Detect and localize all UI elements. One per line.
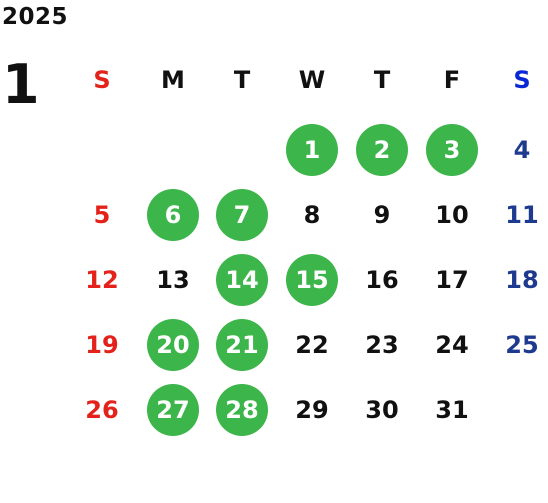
day-cell[interactable]: 13 — [156, 266, 190, 294]
day-cell[interactable]: 4 — [513, 136, 531, 164]
day-cell[interactable]: 22 — [295, 331, 329, 359]
day-cell[interactable]: 27 — [147, 384, 199, 436]
day-cell[interactable]: 12 — [85, 266, 119, 294]
day-cell[interactable]: 25 — [505, 331, 539, 359]
day-cell[interactable]: 7 — [216, 189, 268, 241]
day-cell — [496, 384, 548, 436]
weekday-header-saturday: S — [513, 66, 531, 94]
day-cell[interactable]: 24 — [435, 331, 469, 359]
day-cell[interactable]: 6 — [147, 189, 199, 241]
day-cell[interactable]: 10 — [435, 201, 469, 229]
day-cell[interactable]: 23 — [365, 331, 399, 359]
weekday-header-wednesday: W — [298, 66, 326, 94]
day-cell[interactable]: 2 — [356, 124, 408, 176]
calendar-month: 1 — [2, 53, 40, 116]
weekday-header-thursday: T — [373, 66, 391, 94]
weekday-header-sunday: S — [93, 66, 111, 94]
day-cell[interactable]: 8 — [303, 201, 321, 229]
day-cell[interactable]: 5 — [93, 201, 111, 229]
day-cell[interactable]: 14 — [216, 254, 268, 306]
day-cell[interactable]: 16 — [365, 266, 399, 294]
day-cell[interactable]: 28 — [216, 384, 268, 436]
day-cell[interactable]: 3 — [426, 124, 478, 176]
day-cell[interactable]: 1 — [286, 124, 338, 176]
day-cell — [216, 124, 268, 176]
weekday-header-tuesday: T — [233, 66, 251, 94]
day-cell[interactable]: 18 — [505, 266, 539, 294]
weekday-header-friday: F — [443, 66, 461, 94]
day-cell[interactable]: 26 — [85, 396, 119, 424]
day-cell[interactable]: 9 — [373, 201, 391, 229]
day-cell[interactable]: 17 — [435, 266, 469, 294]
day-cell[interactable]: 30 — [365, 396, 399, 424]
day-cell[interactable]: 31 — [435, 396, 469, 424]
day-cell — [76, 124, 128, 176]
day-cell[interactable]: 21 — [216, 319, 268, 371]
day-cell[interactable]: 29 — [295, 396, 329, 424]
calendar-year: 2025 — [2, 4, 69, 30]
day-cell[interactable]: 20 — [147, 319, 199, 371]
day-cell — [147, 124, 199, 176]
day-cell[interactable]: 19 — [85, 331, 119, 359]
weekday-header-monday: M — [161, 66, 185, 94]
day-cell[interactable]: 11 — [505, 201, 539, 229]
day-cell[interactable]: 15 — [286, 254, 338, 306]
